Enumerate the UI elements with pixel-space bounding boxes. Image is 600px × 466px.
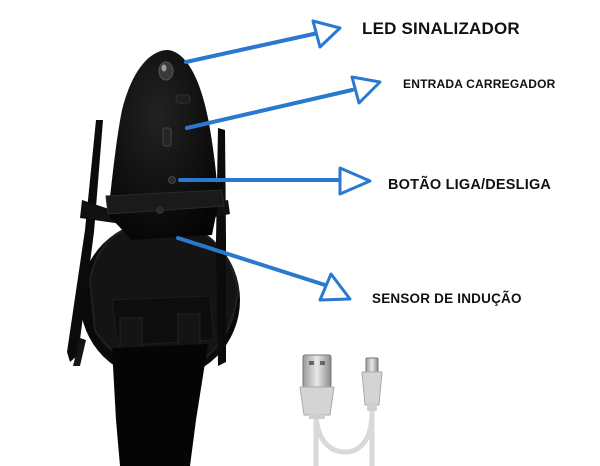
induction-sensor-label: SENSOR DE INDUÇÃO — [372, 291, 522, 306]
led-highlight — [161, 64, 167, 72]
device — [67, 50, 240, 466]
usb-cable — [299, 354, 383, 466]
device-right-leg — [216, 128, 226, 366]
upper-slot — [175, 94, 191, 104]
device-left-leg-inner — [73, 338, 86, 366]
charger-port-label: ENTRADA CARREGADOR — [403, 77, 556, 91]
micro-usb-plug-icon — [361, 357, 383, 411]
arrow-power — [178, 166, 372, 196]
device-band — [105, 189, 225, 215]
band-screw — [156, 206, 164, 214]
power-button — [168, 176, 176, 184]
device-left-leg — [67, 120, 103, 362]
arrow-sensor — [176, 236, 352, 302]
arrow-charger — [185, 75, 382, 130]
callout-arrows — [176, 19, 382, 302]
cable-wire — [313, 409, 375, 455]
led-indicator-label: LED SINALIZADOR — [362, 19, 520, 38]
power-button-label: BOTÃO LIGA/DESLIGA — [388, 177, 552, 193]
device-stake — [112, 344, 208, 466]
charger-port — [162, 127, 172, 147]
led-window — [158, 61, 174, 81]
usb-a-plug-icon — [299, 354, 335, 419]
arrow-led — [184, 19, 342, 64]
